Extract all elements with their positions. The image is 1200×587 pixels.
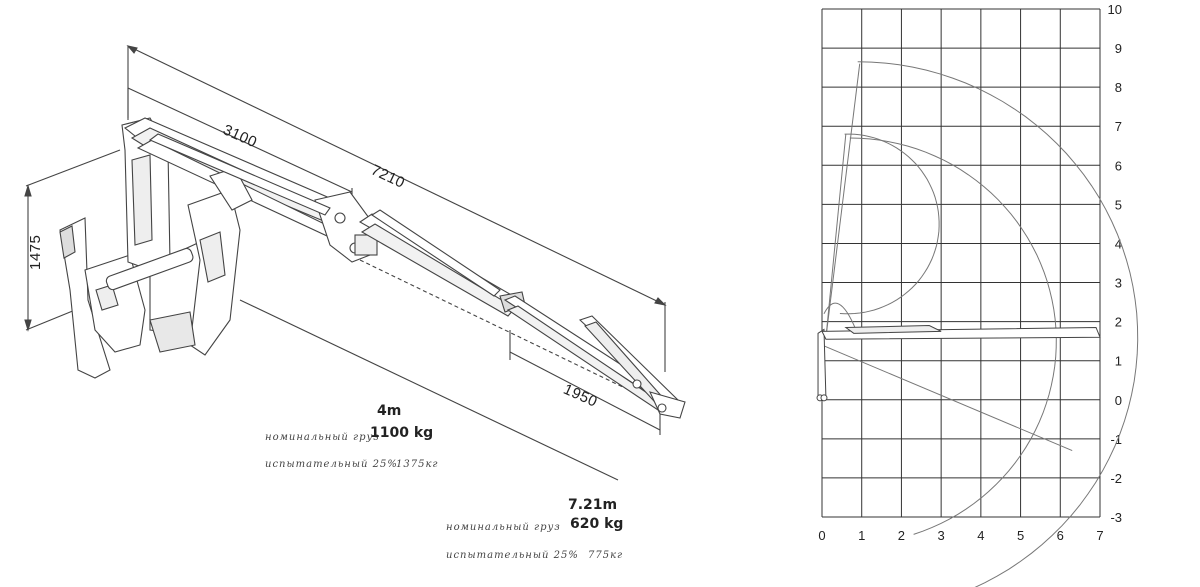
base-arc <box>823 302 857 330</box>
y-tick-label: -1 <box>1110 432 1122 447</box>
x-tick-label: 2 <box>898 528 905 543</box>
crane-column <box>817 328 827 401</box>
x-axis-ticks: 0 1 2 3 4 5 6 7 <box>818 528 1103 543</box>
x-tick-label: 5 <box>1017 528 1024 543</box>
dimension-1475 <box>24 149 121 332</box>
nominal-load-label: номинальный груз <box>446 522 561 533</box>
crane-base-wheel <box>820 394 828 402</box>
middle-reach-arc <box>849 137 1057 535</box>
outer-reach-arc <box>857 61 1139 587</box>
boom-lift-line <box>825 63 861 338</box>
inner-reach-arc <box>839 133 940 315</box>
telescopic-boom <box>358 213 669 411</box>
x-tick-label: 3 <box>938 528 945 543</box>
range-grid <box>821 8 1101 518</box>
nominal-load-label: номинальный груз <box>265 432 380 443</box>
crane-side-view <box>816 325 1101 402</box>
dimension-label-1950: 1950 <box>561 381 600 411</box>
x-tick-label: 4 <box>977 528 984 543</box>
lowered-boom-line <box>821 344 1073 452</box>
test-load-label: испытательный 25% <box>265 459 398 470</box>
dimension-label-7210: 7210 <box>368 161 407 191</box>
y-tick-label: 7 <box>1115 119 1122 134</box>
nominal-load-value: 1100 kg <box>370 425 433 441</box>
test-load-value: 775кг <box>588 550 623 561</box>
crane-boom-cylinder <box>844 325 942 334</box>
knuckle-joint <box>314 191 378 263</box>
y-tick-label: 4 <box>1115 236 1122 251</box>
jib-tip <box>578 315 686 419</box>
y-tick-label: 2 <box>1115 315 1122 330</box>
dimension-label-1475: 1475 <box>27 235 44 270</box>
x-tick-label: 7 <box>1096 528 1103 543</box>
x-tick-label: 6 <box>1057 528 1064 543</box>
y-tick-label: 3 <box>1115 276 1122 291</box>
dimension-label-3100: 3100 <box>220 121 259 151</box>
y-tick-label: 0 <box>1115 393 1122 408</box>
y-tick-label: -3 <box>1110 510 1122 525</box>
y-tick-label: 1 <box>1115 354 1122 369</box>
y-tick-label: 9 <box>1115 41 1122 56</box>
load-distance: 4m <box>377 403 401 419</box>
load-block-7m: 7.21m номинальный груз 620 kg испытатель… <box>446 497 623 561</box>
hydraulic-cylinder <box>148 133 501 297</box>
reference-line <box>239 299 619 481</box>
reach-curves <box>821 61 1139 587</box>
y-tick-label: -2 <box>1110 471 1122 486</box>
y-tick-label: 5 <box>1115 197 1122 212</box>
nominal-load-value: 620 kg <box>570 516 623 532</box>
test-load-label: испытательный 25% <box>446 550 579 561</box>
crane-perspective-drawing <box>24 45 686 481</box>
test-load-value: 1375кг <box>396 459 438 470</box>
boom-lift-line <box>825 133 847 338</box>
x-tick-label: 1 <box>858 528 865 543</box>
y-tick-label: 8 <box>1115 80 1122 95</box>
y-tick-label: 10 <box>1108 2 1122 17</box>
load-distance: 7.21m <box>568 497 617 513</box>
y-tick-label: 6 <box>1115 158 1122 173</box>
load-block-4m: 4m номинальный груз 1100 kg испытательны… <box>265 403 438 470</box>
x-tick-label: 0 <box>818 528 825 543</box>
